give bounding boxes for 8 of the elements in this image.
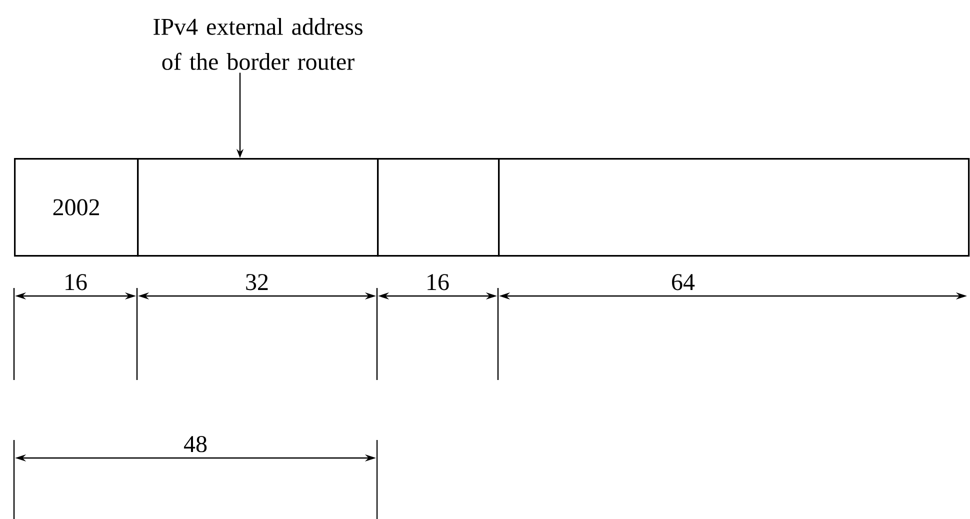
dimension-label: 16 <box>66 274 87 290</box>
dimension-label: 16 <box>428 274 449 290</box>
dimension-label: 48 <box>184 436 207 452</box>
field-cell: 2002 <box>14 158 139 257</box>
field-cell <box>498 158 970 257</box>
field-cell <box>377 158 500 257</box>
annotation-text: IPv4 external address of the border router <box>154 18 362 70</box>
field-cell <box>137 158 379 257</box>
